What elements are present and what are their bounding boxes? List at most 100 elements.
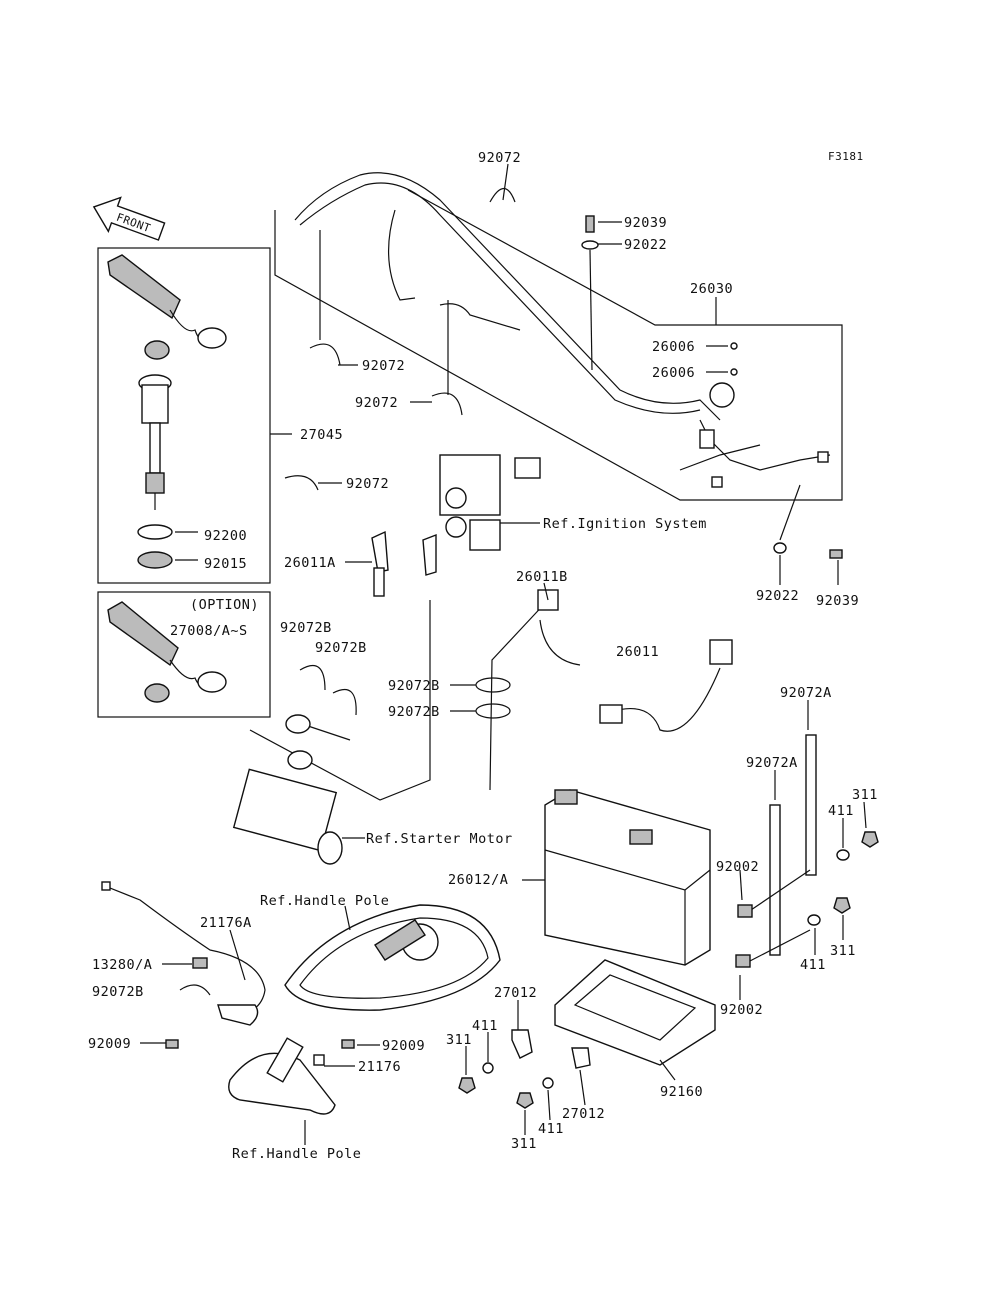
part-number-label: 411: [538, 1121, 564, 1137]
part-number-label: 27012: [562, 1106, 605, 1122]
part-number-label: 92072A: [780, 685, 832, 701]
nut-icon: [516, 1092, 534, 1109]
part-number-label: 21176A: [200, 915, 252, 931]
key-assembly-box: [97, 247, 271, 584]
part-number-label: 92022: [756, 588, 799, 604]
part-number-label: 92039: [816, 593, 859, 609]
washer-icon: [137, 524, 173, 540]
battery-icon: [544, 789, 711, 966]
part-number-label: 92072: [355, 395, 398, 411]
plug-cap-icon: [371, 530, 437, 597]
bolt-icon: [829, 549, 843, 559]
part-number-label: 311: [830, 943, 856, 959]
part-number-label: 92160: [660, 1084, 703, 1100]
part-number-label: 92200: [204, 528, 247, 544]
part-number-label: 92072: [362, 358, 405, 374]
reference-label: Ref.Handle Pole: [260, 893, 389, 909]
clamp-icon: [475, 677, 511, 693]
part-number-label: 92009: [88, 1036, 131, 1052]
main-harness-icon: [294, 172, 831, 488]
washer-icon: [807, 914, 821, 926]
bracket-icon: [313, 1054, 325, 1066]
part-number-label: 92015: [204, 556, 247, 572]
part-number-label: 92072B: [92, 984, 144, 1000]
part-number-label: 26011: [616, 644, 659, 660]
grommet-icon: [730, 368, 738, 376]
clamp-icon: [489, 187, 516, 203]
washer-icon: [836, 849, 850, 861]
terminal-bracket-icon: [571, 1047, 591, 1069]
leader-lines: [140, 163, 867, 1145]
washer-icon: [773, 542, 787, 554]
reference-label: Ref.Ignition System: [543, 516, 707, 532]
nut-icon: [861, 831, 879, 848]
part-number-label: 92072B: [388, 704, 440, 720]
handle-pole-plate-icon: [228, 1037, 336, 1115]
nut-icon: [137, 551, 173, 569]
part-number-label: 92072: [478, 150, 521, 166]
clamp-icon: [431, 392, 463, 416]
clamp-icon: [309, 343, 341, 366]
terminal-bracket-icon: [511, 1029, 533, 1059]
clamp-icon: [475, 703, 511, 719]
part-number-label: 92072B: [388, 678, 440, 694]
part-number-label: 311: [446, 1032, 472, 1048]
part-number-label: 92039: [624, 215, 667, 231]
sensor-wire-icon: [101, 881, 266, 1026]
part-number-label: 92072: [346, 476, 389, 492]
grommet-icon: [730, 342, 738, 350]
bolt-icon: [737, 904, 753, 918]
washer-icon: [542, 1077, 554, 1089]
ignition-coil-icon: [439, 454, 541, 551]
bolt-icon: [735, 954, 751, 968]
bolt-icon: [585, 215, 595, 233]
clamp-icon: [299, 665, 326, 691]
figure-code: F3181: [828, 150, 864, 163]
screw-icon: [341, 1039, 355, 1049]
option-title: (OPTION): [190, 597, 259, 613]
nut-icon: [833, 897, 851, 914]
screw-icon: [165, 1039, 179, 1049]
part-number-label: 26006: [652, 339, 695, 355]
reference-label: Ref.Starter Motor: [366, 831, 513, 847]
part-number-label: 92022: [624, 237, 667, 253]
part-number-label: 92072B: [315, 640, 367, 656]
battery-strap-icon: [747, 734, 817, 963]
clamp-icon: [284, 475, 319, 491]
part-number-label: 411: [472, 1018, 498, 1034]
reference-label: Ref.Handle Pole: [232, 1146, 361, 1162]
part-number-label: 27012: [494, 985, 537, 1001]
part-number-label: 311: [511, 1136, 537, 1152]
part-number-label: 92002: [716, 859, 759, 875]
part-number-label: 26011A: [284, 555, 336, 571]
part-number-label: 311: [852, 787, 878, 803]
front-arrow-icon: FRONT: [92, 196, 166, 241]
part-number-label: 26006: [652, 365, 695, 381]
part-number-label: 27008/A~S: [170, 623, 248, 639]
washer-icon: [581, 240, 599, 250]
clamp-icon: [332, 688, 357, 716]
option-lanyard-icon: [107, 601, 227, 703]
part-number-label: 26012/A: [448, 872, 508, 888]
ignition-switch-icon: [138, 374, 172, 510]
part-number-label: 26011B: [516, 569, 568, 585]
option-box: [97, 591, 271, 718]
part-number-label: 21176: [358, 1059, 401, 1075]
part-number-label: 92009: [382, 1038, 425, 1054]
part-number-label: 411: [828, 803, 854, 819]
handle-pole-icon: [284, 904, 501, 1011]
battery-cable-icon: [249, 589, 733, 801]
part-number-label: 92072A: [746, 755, 798, 771]
part-number-label: 92072B: [280, 620, 332, 636]
harness-frame: [274, 189, 843, 501]
lanyard-key-icon: [107, 254, 227, 360]
washer-icon: [482, 1062, 494, 1074]
battery-tray-icon: [554, 959, 716, 1066]
part-number-label: 27045: [300, 427, 343, 443]
starter-motor-icon: [232, 714, 351, 865]
part-number-label: 92002: [720, 1002, 763, 1018]
nut-icon: [458, 1077, 476, 1094]
part-number-label: 26030: [690, 281, 733, 297]
part-number-label: 411: [800, 957, 826, 973]
